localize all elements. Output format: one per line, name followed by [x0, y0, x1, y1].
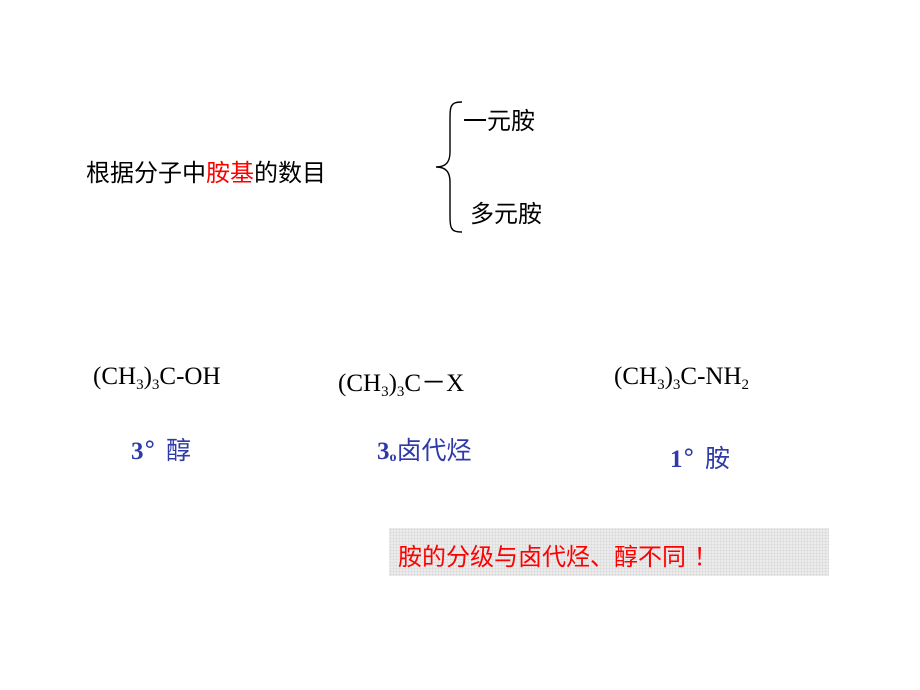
- formula-haloalkane: (CH3)3C－X: [338, 363, 464, 401]
- formula-amine-sub3: 2: [741, 377, 750, 393]
- note-text: 胺的分级与卤代烃、醇不同 ！: [398, 543, 718, 571]
- label-haloalkane-num: 3: [377, 438, 390, 465]
- formula-haloalkane-post: C－X: [404, 370, 465, 397]
- label-alcohol-text: 醇: [166, 436, 192, 465]
- formula-haloalkane-sub1: 3: [381, 384, 389, 400]
- formula-haloalkane-mid: ): [388, 370, 397, 397]
- formula-alcohol-mid: ): [143, 363, 152, 390]
- label-primary-amine: 1° 胺: [670, 439, 730, 475]
- label-alcohol-mark: °: [143, 436, 157, 465]
- classification-suffix: 的数目: [254, 159, 326, 187]
- label-amine-num: 1: [670, 446, 683, 473]
- formula-alcohol: (CH3)3C-OH: [93, 363, 221, 394]
- classification-prefix: 根据分子中: [86, 159, 206, 187]
- formula-amine-post: C-NH: [680, 363, 742, 390]
- formula-alcohol-sub1: 3: [136, 377, 144, 393]
- label-haloalkane-text: 卤代烃: [396, 436, 472, 465]
- label-tertiary-haloalkane: 3o卤代烃: [377, 431, 472, 467]
- label-alcohol-num: 3: [131, 438, 144, 465]
- label-tertiary-alcohol: 3° 醇: [131, 431, 191, 467]
- formula-alcohol-sub2: 3: [151, 377, 160, 393]
- label-amine-text: 胺: [705, 444, 731, 473]
- formula-amine-sub2: 3: [672, 377, 681, 393]
- formula-haloalkane-pre: (CH: [338, 370, 382, 397]
- formula-amine: (CH3)3C-NH2: [614, 363, 749, 394]
- curly-brace-icon: [435, 101, 463, 233]
- option-monoamine: 一元胺: [463, 107, 535, 135]
- formula-amine-sub1: 3: [657, 377, 665, 393]
- formula-haloalkane-sub2: 3: [396, 384, 405, 400]
- option-polyamine: 多元胺: [470, 200, 542, 228]
- amine-group-highlight: 胺基: [206, 159, 254, 187]
- formula-amine-mid: ): [664, 363, 673, 390]
- classification-text: 根据分子中胺基的数目: [86, 153, 326, 188]
- label-amine-mark: °: [682, 444, 696, 473]
- formula-alcohol-pre: (CH: [93, 363, 137, 390]
- note-box: [389, 528, 829, 576]
- formula-amine-pre: (CH: [614, 363, 658, 390]
- label-haloalkane-mark: o: [389, 450, 397, 465]
- formula-alcohol-post: C-OH: [159, 363, 221, 390]
